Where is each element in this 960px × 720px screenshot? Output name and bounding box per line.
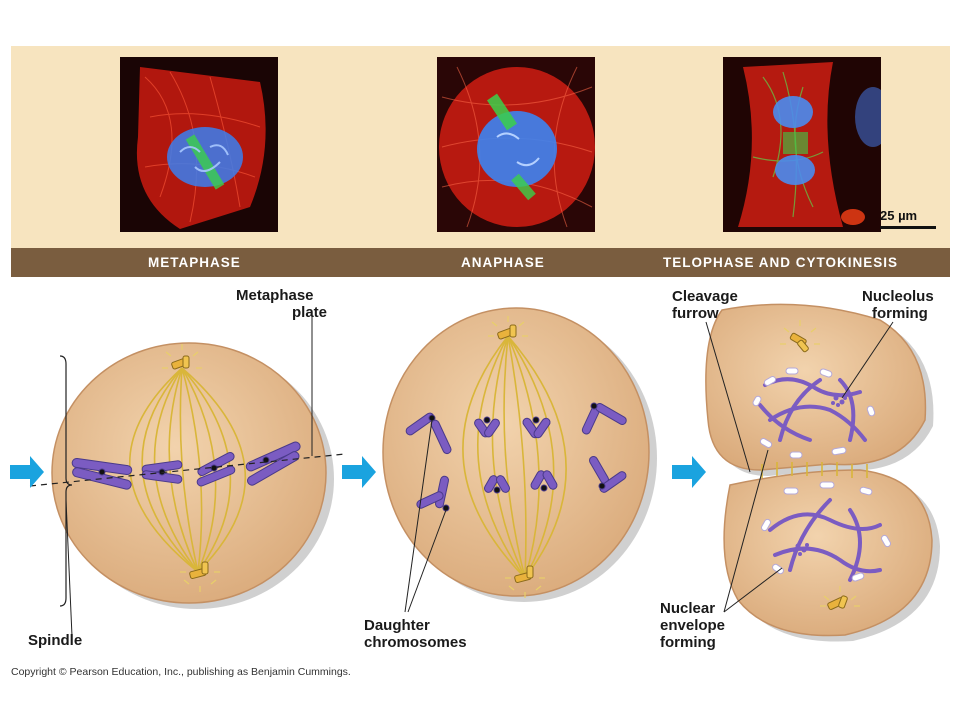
- phase-label-telophase: TELOPHASE AND CYTOKINESIS: [663, 255, 899, 270]
- chromosome: [71, 457, 133, 490]
- progression-arrows: [10, 456, 706, 488]
- centrosome-top: [488, 316, 528, 340]
- metaphase-micrograph: [120, 57, 278, 232]
- label-nucleolus-line2: forming: [872, 305, 928, 322]
- copyright-notice: Copyright © Pearson Education, Inc., pub…: [11, 666, 351, 678]
- label-daughter-line2: chromosomes: [364, 634, 467, 651]
- centrosome-top: [162, 344, 202, 370]
- lower-nucleolus: [793, 543, 809, 556]
- chromosome: [589, 455, 627, 493]
- label-cleavage-line2: furrow: [672, 305, 719, 322]
- cleavage-leader: [705, 321, 751, 473]
- metaphase-plate-line: [29, 453, 346, 487]
- label-nuclear-line3: forming: [660, 634, 716, 651]
- label-nuclear-line2: envelope: [660, 617, 726, 634]
- upper-nuclear-envelope: [752, 367, 876, 459]
- nuclear-envelope-leader-2: [723, 567, 783, 613]
- arrow-icon: [672, 456, 706, 488]
- anaphase-micrograph: [437, 57, 595, 232]
- label-nuclear-line1: Nuclear: [660, 600, 716, 617]
- lower-chromatin: [768, 498, 882, 582]
- chromosome: [522, 416, 551, 439]
- centrosome-top: [780, 320, 820, 353]
- phase-label-metaphase: METAPHASE: [148, 255, 241, 270]
- spindle-fibers: [462, 335, 567, 579]
- chromosome: [530, 470, 558, 492]
- arrow-icon: [10, 456, 44, 488]
- label-spindle: Spindle: [28, 632, 83, 649]
- upper-chromatin: [758, 377, 867, 442]
- anaphase-cell: [382, 307, 657, 602]
- telophase-micrograph: [723, 57, 881, 232]
- phase-label-anaphase: ANAPHASE: [461, 255, 545, 270]
- chromosome: [581, 402, 627, 435]
- centrosome-bottom: [820, 586, 860, 610]
- scale-bar: [880, 226, 936, 229]
- label-metaphase-plate-line1: Metaphase: [236, 287, 314, 304]
- lower-nuclear-envelope: [761, 481, 891, 582]
- chromosome: [416, 475, 450, 512]
- telophase-cells: [705, 303, 940, 642]
- chromosome: [196, 451, 236, 487]
- label-cleavage-line1: Cleavage: [672, 288, 738, 305]
- label-nucleolus-line1: Nucleolus: [862, 288, 934, 305]
- upper-nucleolus: [831, 395, 847, 407]
- daughter-leader-1: [404, 419, 433, 613]
- spindle-bracket: [59, 355, 73, 607]
- centrosome-bottom: [180, 561, 220, 592]
- daughter-leader-2: [407, 509, 447, 613]
- chromosome: [484, 475, 510, 494]
- label-daughter-line1: Daughter: [364, 617, 430, 634]
- label-metaphase-plate-line2: plate: [292, 304, 328, 321]
- cell-division-diagram: [10, 303, 940, 642]
- spindle-leader: [65, 499, 73, 637]
- arrow-icon: [342, 456, 376, 488]
- chromosome: [474, 416, 500, 438]
- nuclear-envelope-leader-1: [723, 449, 769, 613]
- centrosome-bottom: [505, 565, 545, 598]
- metaphase-cell: [29, 342, 346, 609]
- scale-bar-label: 25 µm: [880, 208, 918, 223]
- daughter-chromosome-set: [405, 402, 627, 512]
- nucleolus-leader: [841, 321, 894, 399]
- phase-header-bar: [11, 248, 950, 277]
